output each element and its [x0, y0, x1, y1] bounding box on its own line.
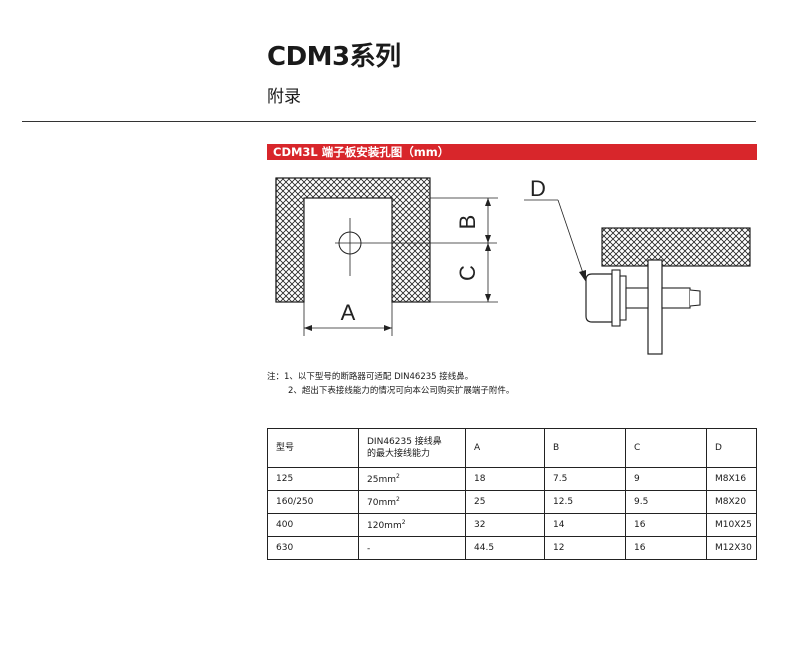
- cell-b: 12.5: [544, 490, 626, 514]
- cell-a: 32: [465, 513, 545, 537]
- spec-table: 型号 DIN46235 接线鼻的最大接线能力 A B C D 125 25mm2…: [267, 428, 757, 560]
- bolt-assembly: [585, 259, 701, 355]
- col-header-c: C: [625, 428, 707, 468]
- note-line-1: 注：1、以下型号的断路器可适配 DIN46235 接线鼻。: [267, 372, 474, 382]
- dimension-label-c: C: [455, 265, 480, 281]
- table-row: 160/250 70mm2 25 12.5 9.5 M8X20: [267, 490, 757, 514]
- header-divider: [22, 121, 756, 122]
- section-heading: CDM3L 端子板安装孔图（mm）: [267, 144, 757, 160]
- cell-model: 125: [267, 467, 359, 491]
- cell-capacity: 120mm2: [358, 513, 466, 537]
- cell-c: 16: [625, 513, 707, 537]
- col-header-capacity: DIN46235 接线鼻的最大接线能力: [358, 428, 466, 468]
- cell-d: M12X30: [706, 536, 757, 560]
- notes: 注：1、以下型号的断路器可适配 DIN46235 接线鼻。 2、超出下表接线能力…: [267, 370, 514, 398]
- cell-b: 14: [544, 513, 626, 537]
- col-header-model: 型号: [267, 428, 359, 468]
- table-row: 630 - 44.5 12 16 M12X30: [267, 536, 757, 560]
- table-row: 125 25mm2 18 7.5 9 M8X16: [267, 467, 757, 491]
- page-subtitle: 附录: [267, 87, 301, 107]
- cell-b: 12: [544, 536, 626, 560]
- table-row: 400 120mm2 32 14 16 M10X25: [267, 513, 757, 537]
- cell-d: M8X16: [706, 467, 757, 491]
- cell-a: 18: [465, 467, 545, 491]
- cell-c: 16: [625, 536, 707, 560]
- cell-d: M10X25: [706, 513, 757, 537]
- cell-model: 160/250: [267, 490, 359, 514]
- callout-leader-d: [524, 199, 586, 282]
- dimension-label-a: A: [341, 300, 356, 325]
- page-title: CDM3系列: [267, 42, 401, 72]
- cell-a: 25: [465, 490, 545, 514]
- col-header-capacity-line1: DIN46235 接线鼻: [367, 437, 442, 447]
- dimension-lines-b-c: [430, 197, 498, 303]
- cell-c: 9: [625, 467, 707, 491]
- cell-model: 630: [267, 536, 359, 560]
- mounting-hole: [335, 218, 497, 276]
- col-header-b: B: [544, 428, 626, 468]
- table-header-row: 型号 DIN46235 接线鼻的最大接线能力 A B C D: [267, 428, 757, 468]
- callout-label-d: D: [530, 176, 546, 201]
- cell-capacity: 70mm2: [358, 490, 466, 514]
- cell-d: M8X20: [706, 490, 757, 514]
- terminal-plate-front-view: [275, 177, 431, 303]
- cell-c: 9.5: [625, 490, 707, 514]
- cell-model: 400: [267, 513, 359, 537]
- cell-capacity: 25mm2: [358, 467, 466, 491]
- cell-b: 7.5: [544, 467, 626, 491]
- terminal-plate-side-view: [601, 227, 751, 267]
- col-header-capacity-line2: 的最大接线能力: [367, 449, 431, 459]
- note-line-2: 2、超出下表接线能力的情况可向本公司购买扩展端子附件。: [288, 386, 515, 396]
- terminal-mounting-diagram: B C A D: [275, 176, 751, 355]
- col-header-a: A: [465, 428, 545, 468]
- cell-a: 44.5: [465, 536, 545, 560]
- col-header-d: D: [706, 428, 757, 468]
- dimension-line-a: [303, 302, 393, 336]
- dimension-label-b: B: [455, 215, 480, 230]
- cell-capacity: -: [358, 536, 466, 560]
